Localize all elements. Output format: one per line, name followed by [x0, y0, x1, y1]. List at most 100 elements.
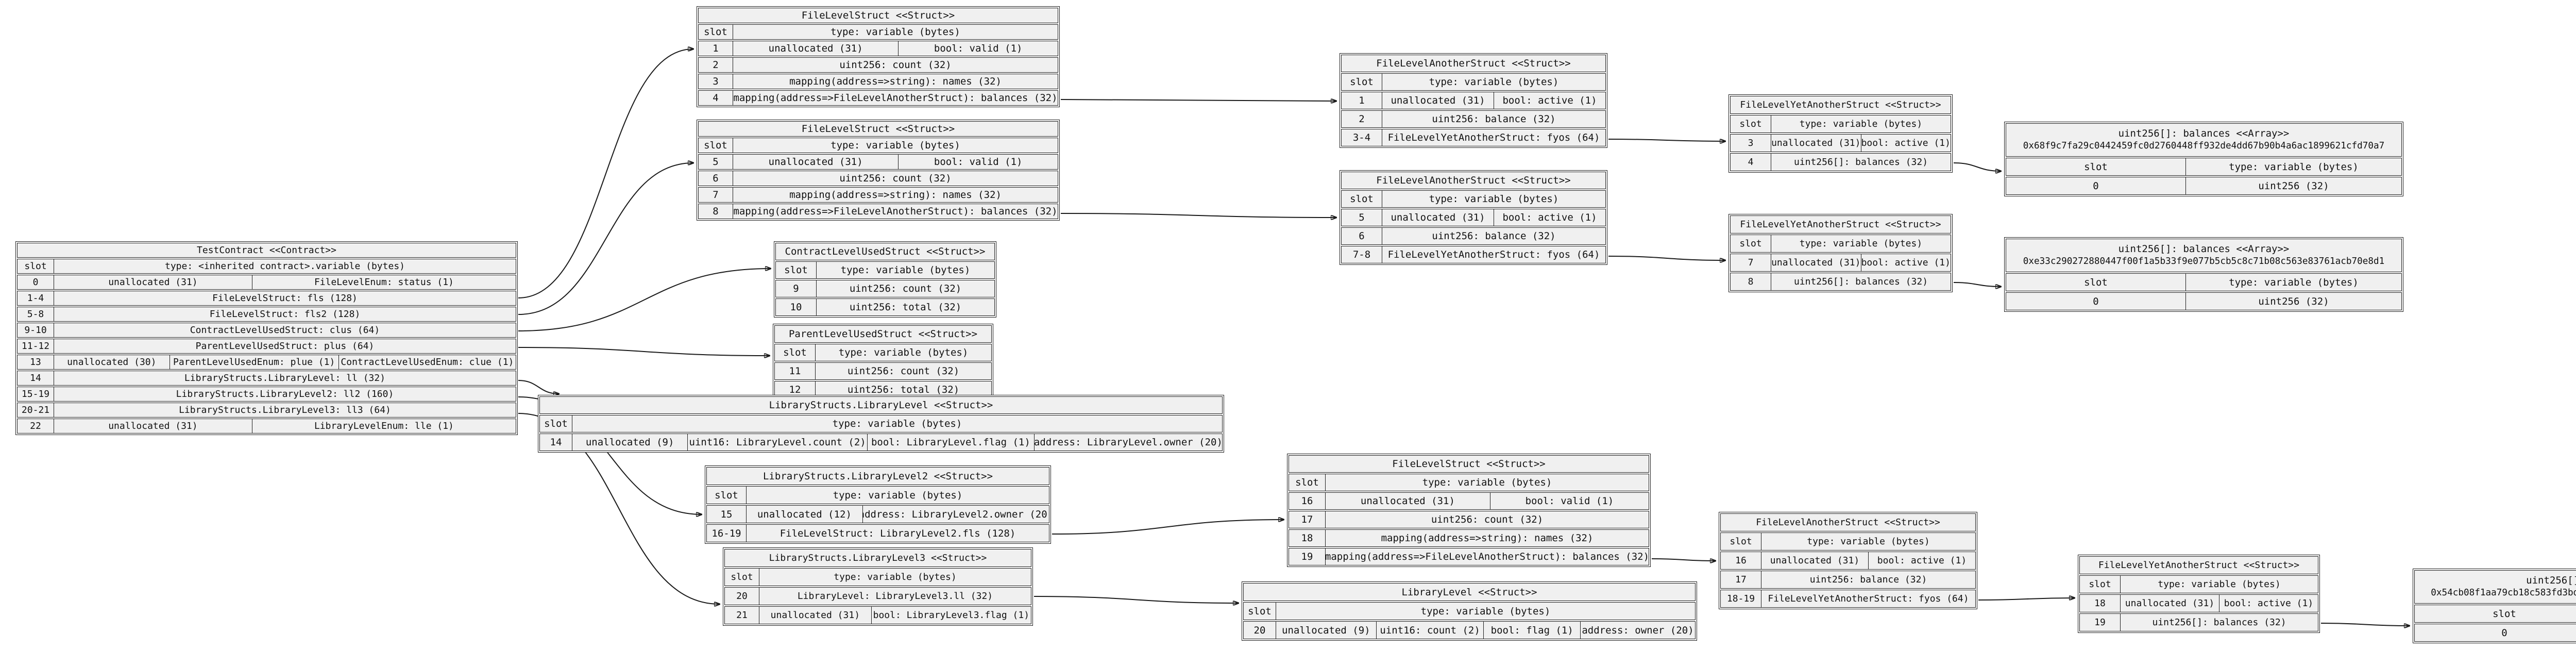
node-title-hash: 0x68f9c7fa29c0442459fc0d2760448ff932de4d…: [2023, 141, 2385, 152]
field-cell: unallocated (31): [2120, 595, 2219, 612]
type-column-header: type: variable (bytes): [733, 138, 1058, 153]
edge-testcontract-slot1-4-to-fls: [518, 49, 693, 298]
slot-number: 17: [1301, 514, 1313, 525]
field-cell: bool: active (1): [1494, 209, 1605, 226]
slot-number: 7: [713, 189, 719, 201]
slot-column-header: slot: [783, 347, 807, 358]
struct-table-ll3: LibraryStructs.LibraryLevel3 <<Struct>>s…: [723, 547, 1033, 626]
slot-number: 20-21: [21, 405, 50, 415]
type-column-header: type: variable (bytes): [733, 25, 1058, 39]
slot-column-header: slot: [1739, 238, 1762, 249]
node-title: ParentLevelUsedStruct <<Struct>>: [774, 325, 992, 343]
node-title: FileLevelAnotherStruct <<Struct>>: [1720, 513, 1976, 531]
edge-flas1-slot3-4-to-flyas1: [1608, 139, 1725, 141]
field-cell: unallocated (30): [54, 355, 170, 369]
field-cell: bool: active (1): [2219, 595, 2318, 612]
field-cell: uint256: balance (32): [1382, 228, 1605, 244]
node-title: FileLevelYetAnotherStruct <<Struct>>: [2079, 556, 2318, 574]
field-cell: unallocated (31): [1382, 92, 1494, 109]
node-title: uint256[]: balances <<Array>> 0x68f9c7fa2…: [2006, 123, 2402, 157]
slot-number: 11-12: [21, 341, 50, 352]
field-cell: uint256: count (32): [1325, 511, 1649, 528]
field-cell: bool: LibraryLevel.flag (1): [867, 434, 1034, 451]
slot-number: 17: [1735, 574, 1747, 585]
field-cell: uint256[]: balances (32): [2120, 614, 2318, 631]
slot-number: 3: [1748, 138, 1754, 148]
field-cell: uint16: count (2): [1376, 622, 1484, 639]
field-cell: uint256: balance (32): [1382, 111, 1605, 127]
slot-number: 0: [2501, 627, 2507, 639]
type-column-header: type: variable (bytes): [815, 344, 991, 361]
field-cell: LibraryLevel: LibraryLevel3.ll (32): [759, 588, 1031, 605]
field-cell: unallocated (31): [1771, 254, 1861, 271]
field-cell: bool: active (1): [1860, 135, 1951, 152]
slot-number: 16: [1735, 555, 1747, 566]
node-title: LibraryStructs.LibraryLevel2 <<Struct>>: [706, 467, 1049, 485]
field-cell: unallocated (12): [746, 506, 862, 523]
field-cell: unallocated (31): [1325, 493, 1490, 509]
node-title: LibraryLevel <<Struct>>: [1243, 583, 1696, 601]
slot-number: 18: [2094, 598, 2106, 609]
field-cell: uint256 (32): [2185, 177, 2401, 194]
slot-column-header: slot: [784, 264, 808, 276]
slot-number: 16-19: [711, 527, 741, 539]
field-cell: mapping(address=>string): names (32): [1325, 530, 1649, 546]
field-cell: uint256: total (32): [815, 381, 991, 398]
node-title: FileLevelStruct <<Struct>>: [698, 8, 1058, 23]
node-title: ContractLevelUsedStruct <<Struct>>: [775, 243, 995, 260]
node-title-text: uint256[]: balances <<Array>>: [2118, 127, 2290, 139]
field-cell: address: LibraryLevel.owner (20): [1033, 434, 1222, 451]
field-cell: bool: valid (1): [898, 41, 1058, 56]
field-cell: uint256: balance (32): [1761, 571, 1975, 588]
edge-flas3-slot18-19-to-flyas3: [1978, 598, 2075, 601]
field-cell: ContractLevelUsedEnum: clue (1): [338, 355, 516, 369]
field-cell: uint256: total (32): [816, 299, 994, 315]
slot-number: 3: [713, 76, 719, 87]
slot-number: 20: [736, 591, 748, 602]
field-cell: unallocated (9): [1276, 622, 1376, 639]
type-column-header: type: variable (bytes): [1382, 74, 1605, 90]
node-title: FileLevelYetAnotherStruct <<Struct>>: [1730, 215, 1951, 234]
field-cell: unallocated (31): [1761, 552, 1868, 569]
struct-table-plus: ParentLevelUsedStruct <<Struct>> slot type…: [773, 324, 993, 400]
field-cell: mapping(address=>FileLevelAnotherStruct)…: [733, 204, 1058, 219]
field-cell: bool: active (1): [1868, 552, 1975, 569]
header-row: slot type: variable (bytes): [774, 344, 992, 361]
slot-number: 16: [1301, 495, 1313, 507]
node-title-text: uint256[]: balances <<Array>>: [2526, 574, 2576, 586]
field-cell: bool: valid (1): [898, 155, 1058, 169]
field-cell: unallocated (9): [572, 434, 687, 451]
slot-row: 20 LibraryLevel: LibraryLevel3.ll (32): [724, 587, 1031, 605]
edge-flyas2-slot8-to-arr2: [1953, 282, 2001, 287]
struct-table-arr2: uint256[]: balances <<Array>>0xe33c29027…: [2004, 237, 2403, 312]
